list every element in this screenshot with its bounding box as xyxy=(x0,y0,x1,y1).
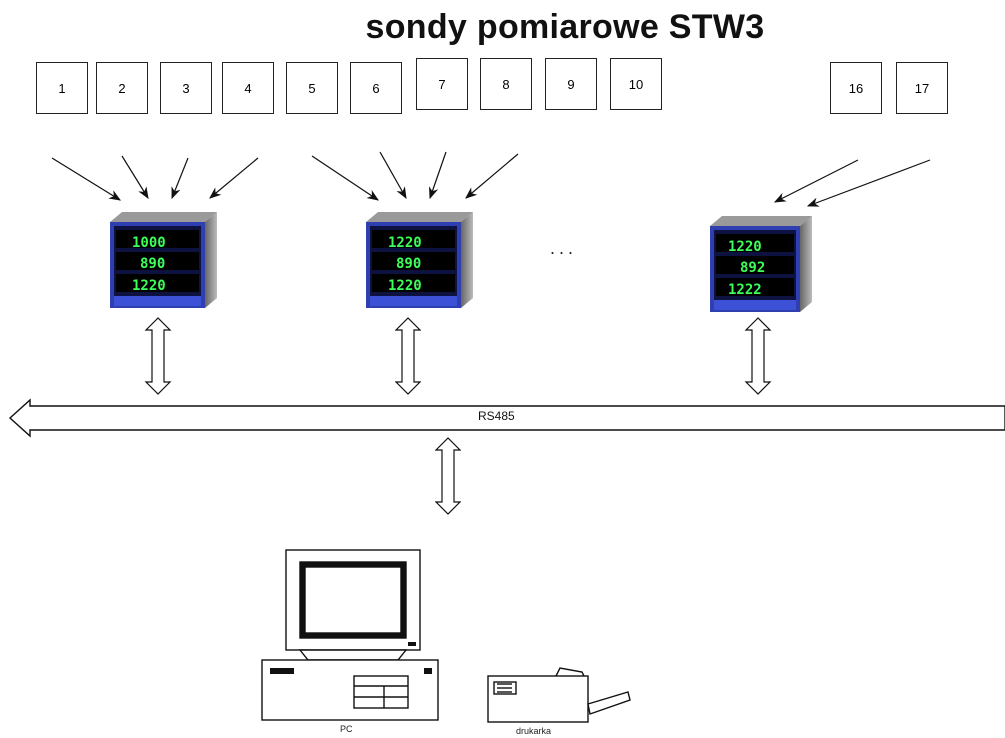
probe-box-4: 4 xyxy=(222,62,274,114)
probe-label: 4 xyxy=(244,80,252,96)
printer-label: drukarka xyxy=(516,726,552,736)
probe-label: 5 xyxy=(308,80,316,96)
probe-label: 6 xyxy=(372,80,380,96)
probe-box-16: 16 xyxy=(830,62,882,114)
bus-connector-pc xyxy=(434,437,462,515)
probe-box-8: 8 xyxy=(480,58,532,110)
pc-computer xyxy=(261,549,439,721)
probe-label: 3 xyxy=(182,80,190,96)
controller-1 xyxy=(110,212,217,308)
controller-3 xyxy=(710,216,812,312)
probe-label: 1 xyxy=(58,80,66,96)
probe-label: 17 xyxy=(914,80,930,96)
probe-label: 9 xyxy=(567,76,575,92)
probe-label: 10 xyxy=(628,76,644,92)
probe-box-7: 7 xyxy=(416,58,468,110)
probe-box-17: 17 xyxy=(896,62,948,114)
controller-3-line-1: 1220 xyxy=(728,239,762,255)
probe-label: 16 xyxy=(848,80,864,96)
probe-box-10: 10 xyxy=(610,58,662,110)
bus-label: RS485 xyxy=(478,409,515,423)
bus-connector-3 xyxy=(744,317,772,395)
probe-label: 2 xyxy=(118,80,126,96)
input-arrows-1 xyxy=(51,155,259,201)
probe-box-6: 6 xyxy=(350,62,402,114)
probe-box-3: 3 xyxy=(160,62,212,114)
printer xyxy=(487,667,631,723)
input-arrows-2 xyxy=(311,151,519,201)
controller-1-line-3: 1220 xyxy=(132,278,166,294)
controller-2 xyxy=(366,212,473,308)
probe-box-9: 9 xyxy=(545,58,597,110)
rs485-bus xyxy=(8,398,1005,438)
controller-3-line-3: 1222 xyxy=(728,282,762,298)
probe-box-2: 2 xyxy=(96,62,148,114)
controller-1-line-2: 890 xyxy=(140,256,165,272)
bus-connector-1 xyxy=(144,317,172,395)
probe-label: 7 xyxy=(438,76,446,92)
controller-2-line-3: 1220 xyxy=(388,278,422,294)
input-arrows-3 xyxy=(773,159,931,207)
controller-2-line-1: 1220 xyxy=(388,235,422,251)
diagram-title: sondy pomiarowe STW3 xyxy=(365,8,765,46)
controller-2-line-2: 890 xyxy=(396,256,421,272)
ellipsis: ... xyxy=(550,238,578,258)
probe-label: 8 xyxy=(502,76,510,92)
controller-1-line-1: 1000 xyxy=(132,235,166,251)
controller-3-line-2: 892 xyxy=(740,260,765,276)
probe-box-1: 1 xyxy=(36,62,88,114)
bus-connector-2 xyxy=(394,317,422,395)
pc-label: PC xyxy=(340,724,353,734)
probe-box-5: 5 xyxy=(286,62,338,114)
